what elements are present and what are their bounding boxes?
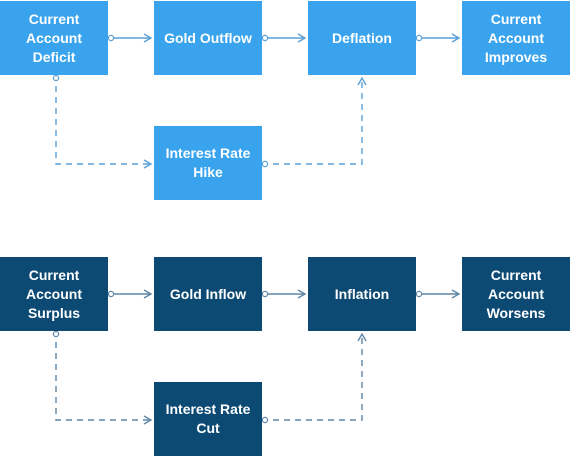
box-current-account-worsens: Current Account Worsens <box>462 257 570 331</box>
connector-dot <box>52 74 60 82</box>
connector-dot <box>415 34 423 42</box>
box-label: Gold Inflow <box>169 285 247 302</box>
box-current-account-surplus: Current Account Surplus <box>0 257 108 331</box>
connector-dot <box>261 416 269 424</box>
arrow-deficit-to-rate-hike-head <box>143 159 153 169</box>
box-label: Inflation <box>334 285 390 302</box>
connector-dot <box>261 34 269 42</box>
arrow-gold-inflow-to-inflation-head <box>297 289 307 299</box>
connector-dot <box>261 160 269 168</box>
arrow-gold-outflow-to-deflation-head <box>297 33 307 43</box>
arrow-deficit-to-rate-hike <box>55 75 151 165</box>
arrow-surplus-to-rate-cut <box>55 331 151 421</box>
box-interest-rate-cut: Interest Rate Cut <box>154 382 262 456</box>
connector-dot <box>415 290 423 298</box>
box-deflation: Deflation <box>308 1 416 75</box>
connector-dot <box>107 34 115 42</box>
arrow-rate-cut-to-inflation <box>262 334 363 421</box>
box-current-account-improves: Current Account Improves <box>462 1 570 75</box>
box-interest-rate-hike: Interest Rate Hike <box>154 126 262 200</box>
box-label: Interest Rate Cut <box>165 401 251 436</box>
box-label: Interest Rate Hike <box>165 145 251 180</box>
box-gold-outflow: Gold Outflow <box>154 1 262 75</box>
arrow-inflation-to-worsens-head <box>451 289 461 299</box>
arrow-rate-hike-to-deflation-head <box>357 76 367 86</box>
arrow-deficit-to-gold-outflow-head <box>143 33 153 43</box>
box-gold-inflow: Gold Inflow <box>154 257 262 331</box>
box-label: Deflation <box>332 29 392 46</box>
box-label: Gold Outflow <box>164 29 252 46</box>
arrow-rate-cut-to-inflation-head <box>357 332 367 342</box>
arrow-surplus-to-gold-inflow-head <box>143 289 153 299</box>
arrow-deflation-to-improves-head <box>451 33 461 43</box>
box-label: Current Account Surplus <box>26 266 82 321</box>
connector-dot <box>52 330 60 338</box>
box-label: Current Account Deficit <box>26 10 82 65</box>
box-label: Current Account Improves <box>484 10 548 65</box>
arrow-rate-hike-to-deflation <box>262 78 363 165</box>
box-current-account-deficit: Current Account Deficit <box>0 1 108 75</box>
box-label: Current Account Worsens <box>486 266 546 321</box>
connector-dot <box>107 290 115 298</box>
arrow-surplus-to-rate-cut-head <box>143 415 153 425</box>
connector-dot <box>261 290 269 298</box>
box-inflation: Inflation <box>308 257 416 331</box>
